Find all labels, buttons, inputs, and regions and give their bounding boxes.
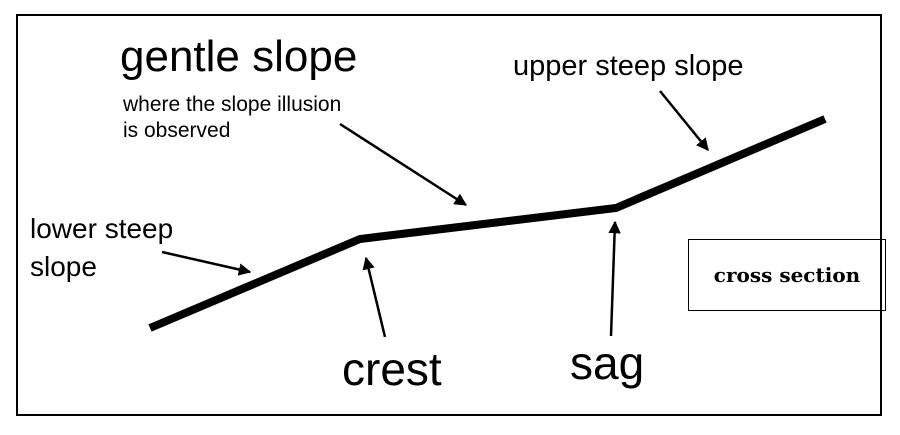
upper-steep-slope-label: upper steep slope (513, 50, 744, 82)
cross-section-legend-text: cross section (713, 263, 861, 287)
gentle-slope-arrow (339, 122, 468, 207)
sag-label: sag (570, 337, 645, 389)
lower-steep-slope-line2: slope (30, 251, 97, 282)
gentle-slope-note-line2: is observed (123, 119, 231, 142)
crest-label: crest (342, 343, 442, 395)
sag-arrow (608, 220, 621, 337)
lower-steep-slope-arrow (161, 250, 252, 276)
lower-steep-slope-line1: lower steep (30, 213, 174, 244)
gentle-slope-note-line1: where the slope illusion (123, 93, 342, 116)
cross-section-legend-box: cross section (688, 239, 886, 311)
crest-arrow (362, 256, 387, 338)
terrain-profile-line (148, 115, 827, 332)
gentle-slope-note: where the slope illusion is observed (123, 92, 341, 144)
lower-steep-slope-label: lower steep slope (30, 210, 173, 286)
diagram-frame (16, 14, 882, 416)
gentle-slope-label: gentle slope (120, 32, 358, 81)
upper-steep-slope-arrow (659, 90, 709, 151)
